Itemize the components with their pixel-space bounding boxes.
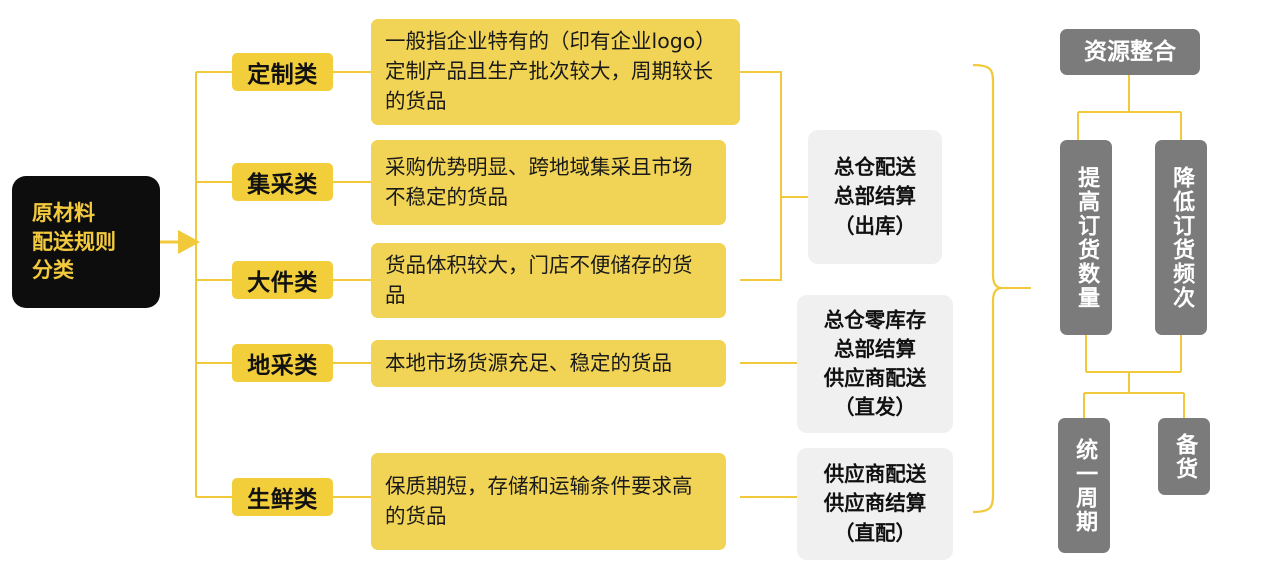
category-description-0[interactable]: 一般指企业特有的（印有企业logo）定制产品且生产批次较大，周期较长的货品 <box>371 19 740 125</box>
outcome-level1-0[interactable]: 提高订货数量 <box>1060 140 1112 335</box>
fulfillment-line-2: 总部结算 <box>834 336 916 361</box>
category-chip-0[interactable]: 定制类 <box>232 53 333 91</box>
category-chip-3[interactable]: 地采类 <box>232 344 333 382</box>
outcome-root-label: 资源整合 <box>1084 38 1176 65</box>
category-description-3[interactable]: 本地市场货源充足、稳定的货品 <box>371 340 726 387</box>
category-description-2[interactable]: 货品体积较大，门店不便储存的货品 <box>371 243 726 318</box>
description-text: 采购优势明显、跨地域集采且市场不稳定的货品 <box>385 154 693 209</box>
root-line-2: 配送规则 <box>32 229 116 254</box>
fulfillment-line-2: 总部结算 <box>834 184 916 209</box>
category-description-4[interactable]: 保质期短，存储和运输条件要求高的货品 <box>371 453 726 550</box>
category-chip-label: 生鲜类 <box>247 487 318 513</box>
fulfillment-mode-0[interactable]: 总仓配送 总部结算 （出库） <box>808 130 942 264</box>
fulfillment-line-1: 总仓配送 <box>834 155 916 180</box>
fulfillment-line-3: （直配） <box>834 520 916 545</box>
outcome-level2-1[interactable]: 备货 <box>1158 418 1210 495</box>
fulfillment-mode-1[interactable]: 总仓零库存 总部结算 供应商配送 （直发） <box>797 295 953 433</box>
category-chip-label: 地采类 <box>247 353 318 379</box>
category-chip-label: 大件类 <box>247 270 318 296</box>
outcome-level2-0[interactable]: 统一周期 <box>1058 418 1110 553</box>
outcome-level2-label: 统一周期 <box>1072 437 1098 534</box>
root-line-3: 分类 <box>32 258 74 283</box>
outcome-root[interactable]: 资源整合 <box>1060 29 1200 75</box>
outcome-level1-label: 提高订货数量 <box>1074 165 1100 310</box>
description-text: 本地市场货源充足、稳定的货品 <box>385 350 672 375</box>
category-description-1[interactable]: 采购优势明显、跨地域集采且市场不稳定的货品 <box>371 140 726 225</box>
fulfillment-line-3: （出库） <box>834 213 916 238</box>
category-chip-4[interactable]: 生鲜类 <box>232 478 333 516</box>
fulfillment-line-1: 供应商配送 <box>823 462 927 487</box>
root-node-text: 原材料 配送规则 分类 <box>22 199 150 286</box>
description-text: 货品体积较大，门店不便储存的货品 <box>385 252 693 307</box>
root-line-1: 原材料 <box>32 200 95 225</box>
outcome-level2-label: 备货 <box>1172 432 1198 481</box>
description-text: 一般指企业特有的（印有企业logo）定制产品且生产批次较大，周期较长的货品 <box>385 29 716 113</box>
outcome-level1-1[interactable]: 降低订货频次 <box>1155 140 1207 335</box>
fulfillment-line-4: （直发） <box>834 395 916 420</box>
fulfillment-line-3: 供应商配送 <box>823 366 927 390</box>
description-text: 保质期短，存储和运输条件要求高的货品 <box>385 473 693 528</box>
fulfillment-mode-2[interactable]: 供应商配送 供应商结算 （直配） <box>797 448 953 560</box>
category-chip-2[interactable]: 大件类 <box>232 261 333 299</box>
fulfillment-line-2: 供应商结算 <box>823 491 927 516</box>
category-chip-label: 定制类 <box>247 62 318 88</box>
root-node[interactable]: 原材料 配送规则 分类 <box>12 176 160 308</box>
outcome-level1-label: 降低订货频次 <box>1169 165 1195 310</box>
category-chip-label: 集采类 <box>247 172 318 198</box>
category-chip-1[interactable]: 集采类 <box>232 163 333 201</box>
fulfillment-line-1: 总仓零库存 <box>823 307 927 332</box>
